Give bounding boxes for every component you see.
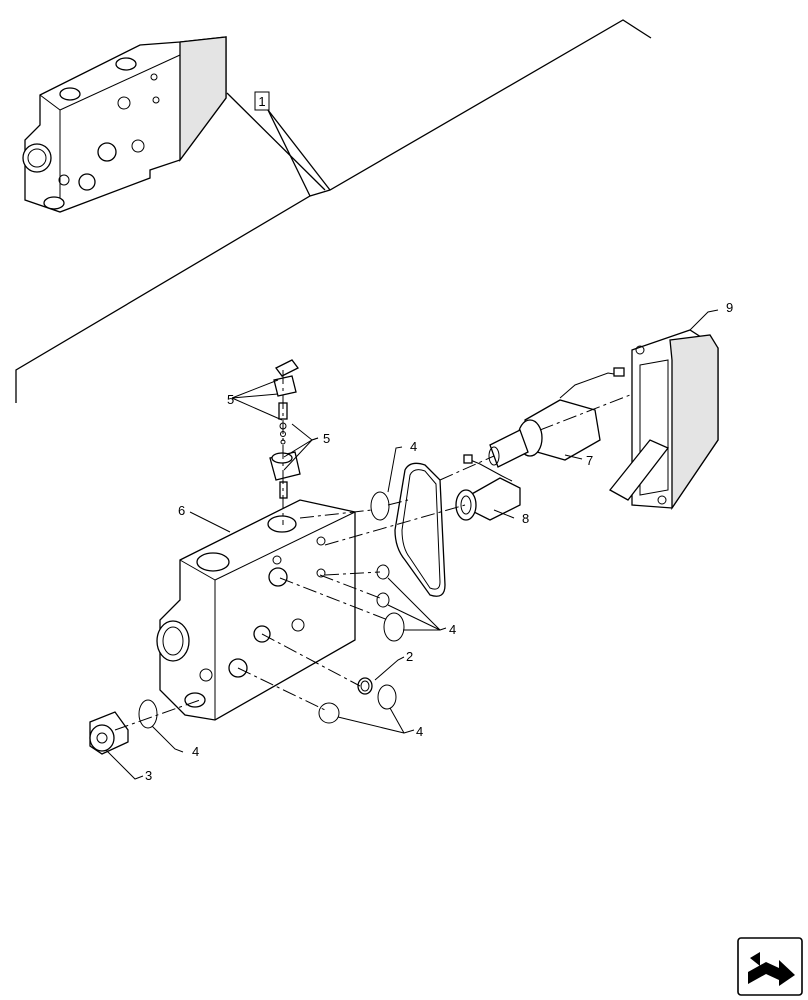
next-page-arrow-icon xyxy=(748,952,795,986)
callout-1: 1 xyxy=(254,91,270,111)
housing-cover xyxy=(609,329,719,511)
perspective-frame xyxy=(15,19,652,403)
callout-8-label: 8 xyxy=(522,511,529,526)
callout-1-label: 1 xyxy=(258,94,265,109)
callout-5-label-left: 5 xyxy=(227,392,234,407)
callout-3-label: 3 xyxy=(145,768,152,783)
valve-section-body xyxy=(156,499,356,721)
plug xyxy=(357,677,373,695)
callout-4-label-gasket: 4 xyxy=(410,439,417,454)
callout-6-label: 6 xyxy=(178,503,185,518)
leader-lines xyxy=(105,309,719,780)
assembly-centerlines xyxy=(114,370,631,731)
callout-9-label: 9 xyxy=(726,300,733,315)
solenoid-coil xyxy=(488,367,625,468)
callout-5-label-right: 5 xyxy=(323,431,330,446)
callout-4-label-orings: 4 xyxy=(449,622,456,637)
callout-7-label: 7 xyxy=(586,453,593,468)
callout-4-label-left: 4 xyxy=(192,744,199,759)
pilot-components xyxy=(269,359,301,499)
callout-4-label-lower: 4 xyxy=(416,724,423,739)
threaded-plug xyxy=(89,711,129,755)
gasket-seal xyxy=(394,462,446,597)
next-page-button[interactable] xyxy=(737,937,803,996)
valve-section-assembly-top xyxy=(22,36,227,213)
callout-2-label: 2 xyxy=(406,649,413,664)
cartridge-valve xyxy=(455,454,521,521)
